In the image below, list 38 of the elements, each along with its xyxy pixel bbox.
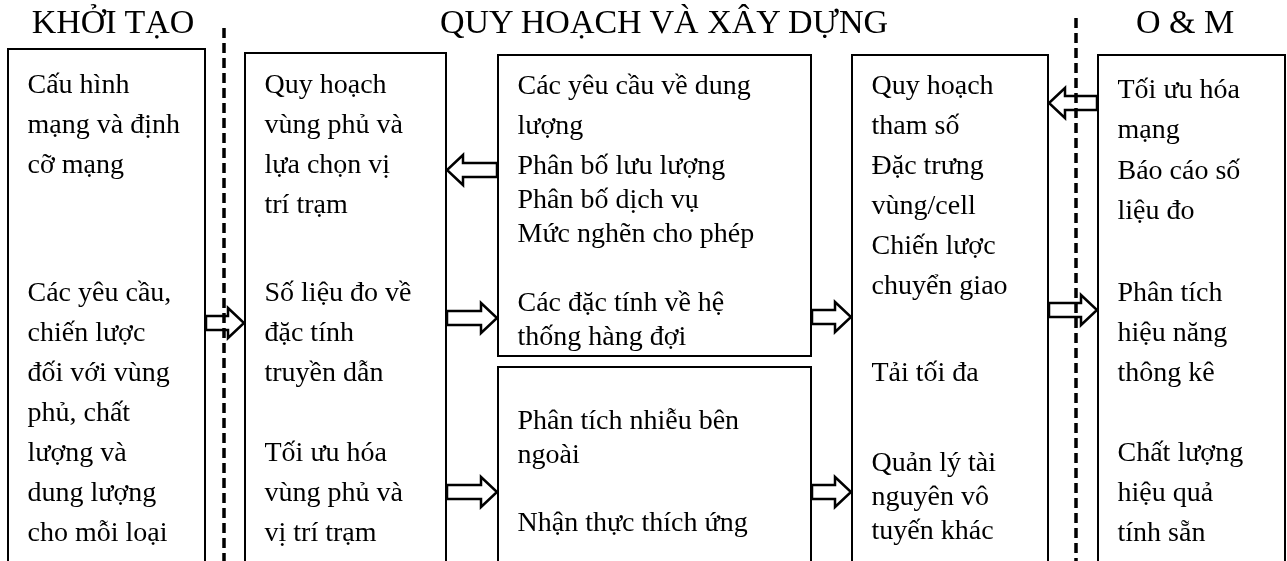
block-arrow: [1047, 292, 1099, 328]
block-arrow: [1047, 85, 1099, 121]
box-text: Nhận thực thích ứng: [517, 505, 749, 539]
box-text: Tối ưu hóa vùng phủ và vị trí trạm: [264, 435, 404, 549]
block-arrow: [445, 474, 499, 510]
block-arrow: [810, 299, 853, 335]
box-text: Quản lý tài nguyên vô tuyến khác: [871, 445, 997, 547]
process-box: [851, 54, 1049, 561]
box-text: Chất lượng hiệu quả tính sẵn: [1117, 435, 1245, 549]
box-text: Phân tích nhiễu bên ngoài: [517, 403, 741, 471]
section-heading: QUY HOẠCH VÀ XÂY DỰNG: [439, 2, 889, 42]
box-text: Tối ưu hóa mạng: [1117, 72, 1241, 146]
box-text: Đặc trưng vùng/cell: [871, 148, 985, 222]
section-heading: O & M: [1135, 2, 1235, 42]
box-text: Các đặc tính về hệ thống hàng đợi: [517, 285, 726, 353]
block-arrow: [204, 305, 246, 341]
section-heading: KHỞI TẠO: [31, 2, 195, 42]
process-box: [244, 52, 447, 561]
box-text: Số liệu đo về đặc tính truyền dẫn: [264, 275, 413, 389]
box-text: Quy hoạch vùng phủ và lựa chọn vị trí trạm: [264, 67, 404, 221]
process-box: [1097, 54, 1286, 561]
box-text: Quy hoạch tham số: [871, 68, 995, 142]
block-arrow: [810, 474, 853, 510]
box-text: Cấu hình mạng và định cỡ mạng: [27, 67, 181, 181]
box-text: Các yêu cầu, chiến lược đối với vùng phủ, chất lượng và dung lượng cho mỗi loại: [27, 275, 173, 549]
box-text: Các yêu cầu về dung lượng: [517, 68, 752, 142]
box-text: Báo cáo số liệu đo: [1117, 153, 1242, 227]
process-box: [497, 366, 812, 561]
box-text: Tải tối đa: [871, 355, 980, 389]
box-text: Phân bố dịch vụ: [517, 182, 700, 216]
block-arrow: [445, 300, 499, 336]
box-text: Phân bố lưu lượng: [517, 148, 727, 182]
box-text: Phân tích hiệu năng thông kê: [1117, 275, 1229, 389]
box-text: Chiến lược chuyển giao: [871, 228, 1009, 302]
process-box: [497, 54, 812, 357]
process-box: [7, 48, 206, 561]
box-text: Mức nghẽn cho phép: [517, 216, 756, 250]
block-arrow: [445, 152, 499, 188]
